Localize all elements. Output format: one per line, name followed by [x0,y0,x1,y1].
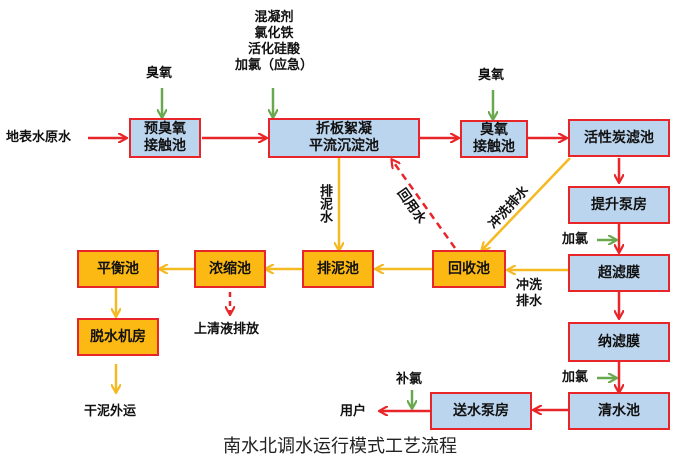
clear-water-tank: 清水池 [568,392,670,430]
chlorine-label-1: 加氯 [562,232,589,247]
balance-tank: 平衡池 [77,250,159,288]
dewatering-house: 脱水机房 [77,318,159,356]
chlorine-label-3: 补氯 [396,372,423,387]
ozone-label-1: 臭氧 [146,66,173,81]
delivery-pump-house: 送水泵房 [430,392,532,430]
backwash-2-line-1: 冲洗 [516,278,543,293]
thickener-tank: 浓缩池 [194,250,266,288]
sludge-discharge-label: 排泥水 [317,184,332,223]
dry-sludge-label: 干泥外运 [84,404,137,419]
activated-carbon-filter: 活性炭滤池 [568,119,670,157]
ozone-contact-line-1: 臭氧 [480,122,508,138]
ultrafiltration-membrane: 超滤膜 [568,254,670,292]
pre-ozone-line-1: 预臭氧 [144,121,186,137]
nanofiltration-membrane: 纳滤膜 [568,322,670,362]
sedimentation-line-2: 平流沉淀池 [309,138,379,154]
chlorine-label-2: 加氯 [562,370,589,385]
pre-ozone-line-2: 接触池 [144,138,186,154]
sedimentation-tank: 折板絮凝平流沉淀池 [268,118,420,158]
coagulant-line-3: 活化硅酸 [247,42,300,57]
coagulant-line-4: 加氯（应急） [234,58,313,73]
recovery-tank: 回收池 [432,250,506,288]
diagram-title: 南水北调水运行模式工艺流程 [223,436,457,457]
sludge-tank: 排泥池 [302,250,374,288]
ozone-contact-tank: 臭氧接触池 [460,120,528,158]
arrow-carbon-to-recovery [482,157,571,250]
arrow-reuse-water [392,160,457,249]
ozone-contact-line-2: 接触池 [473,139,515,155]
lift-pump-house: 提升泵房 [568,186,670,224]
coagulant-line-2: 氯化铁 [254,26,294,41]
pre-ozone-contact-tank: 预臭氧接触池 [129,118,201,158]
sedimentation-line-1: 折板絮凝 [316,121,372,137]
coagulant-line-1: 混凝剂 [254,10,294,25]
backwash-2-line-2: 排水 [516,294,543,309]
raw-water-label: 地表水原水 [6,130,72,145]
backwash-label-2: 冲洗 排水 [516,278,542,310]
user-label: 用户 [340,404,367,419]
coagulant-labels: 混凝剂 氯化铁 活化硅酸 加氯（应急） [226,10,322,74]
ozone-label-2: 臭氧 [478,68,505,83]
supernatant-label: 上清液排放 [194,322,260,337]
